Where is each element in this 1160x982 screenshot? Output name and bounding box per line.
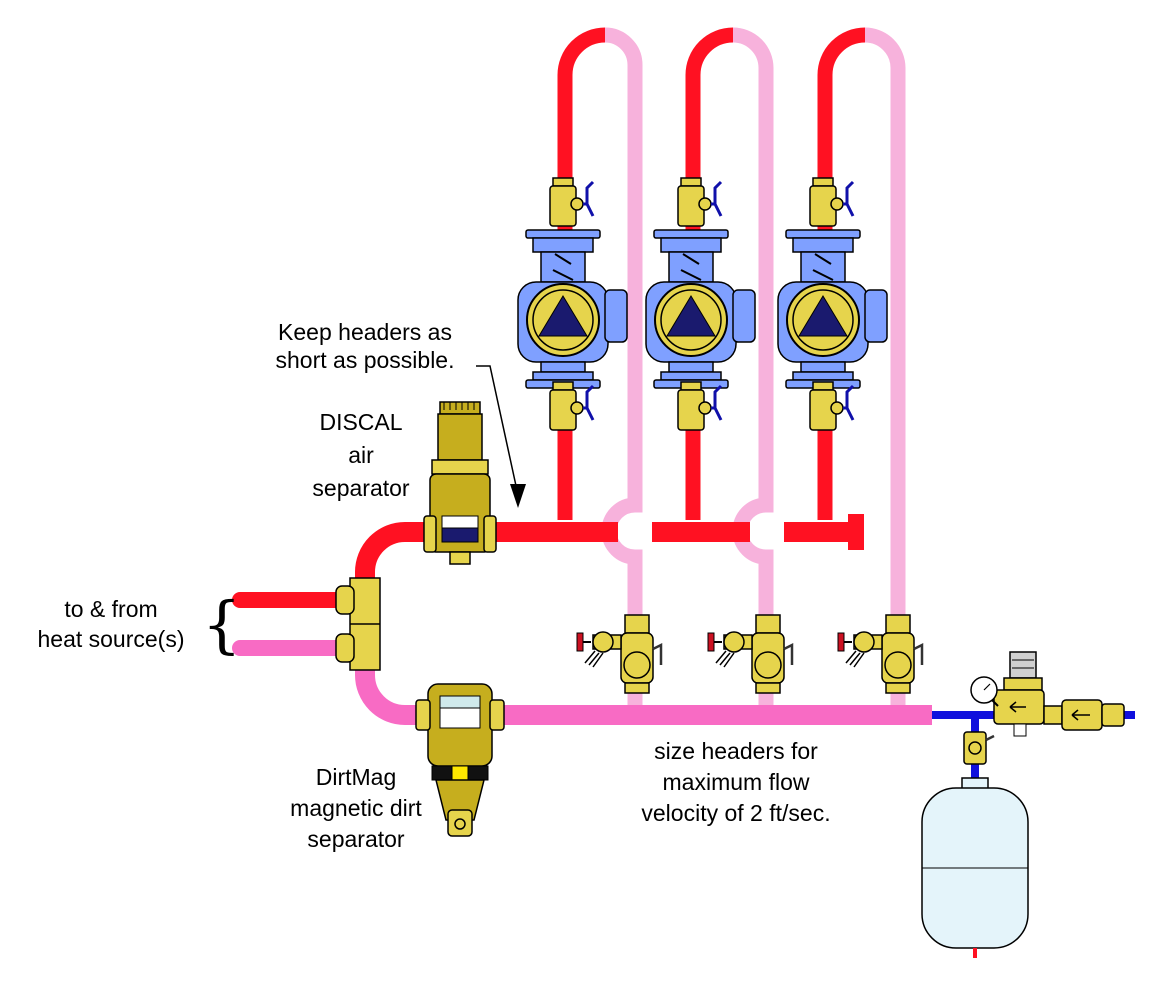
header-end-cap [848,514,864,550]
discal-label: DISCAL air separator [312,409,410,501]
closely-spaced-tees [335,577,381,671]
return-risers [601,27,906,715]
callout-arrow [476,365,526,508]
heat-source-brace: { [202,588,242,661]
keep-headers-label: Keep headers as short as possible. [275,319,455,373]
size-headers-label: size headers for maximum flow velocity o… [641,738,831,826]
dirtmag-separator [415,683,505,837]
discal-air-separator [423,401,497,565]
pressure-reducing-valve [970,651,1045,737]
dirtmag-label: DirtMag magnetic dirt separator [290,764,422,852]
expansion-tank [921,777,1029,958]
backflow-preventer [1043,699,1125,731]
return-header [355,620,932,725]
heat-source-label: to & from heat source(s) [37,596,185,652]
supply-header [355,522,858,600]
tank-isolation-valve [963,731,995,765]
supply-risers [557,27,866,520]
